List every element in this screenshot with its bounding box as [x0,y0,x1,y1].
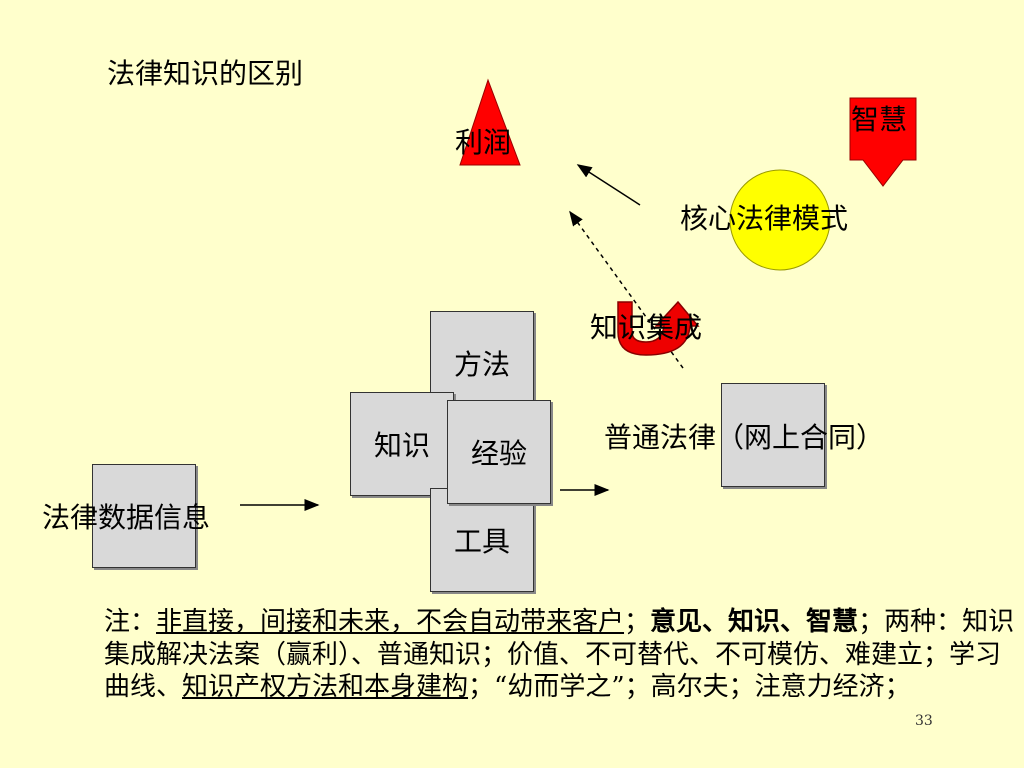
note-bold-1: 意见、知识、智慧 [650,607,859,637]
ordinary-law-label: 普通法律（网上合同） [604,421,885,454]
core-model-circle [729,169,831,271]
data-info-label: 法律数据信息 [42,501,211,534]
slide-title: 法律知识的区别 [106,57,303,90]
integration-uturn-arrow [617,300,700,356]
tool-box: 工具 [430,488,534,592]
integration-label: 知识集成 [590,311,703,344]
note-prefix: 注： [104,607,157,637]
wisdom-down-arrow [849,97,917,187]
core-model-label: 核心法律模式 [680,202,849,235]
tool-label: 工具 [453,525,510,558]
note-sep-1: ； [624,607,651,637]
footnote: 注：非直接，间接和未来，不会自动带来客户；意见、知识、智慧；两种：知识集成解决法… [104,606,1022,704]
profit-triangle [459,78,521,166]
method-label: 方法 [453,348,510,381]
experience-box: 经验 [447,400,551,504]
data-info-box [92,464,196,568]
ordinary-law-box [721,383,825,487]
note-underline-1: 非直接，间接和未来，不会自动带来客户 [156,607,625,637]
core-to-profit-arrow [576,164,641,206]
note-rest-2: ；“幼而学之”；高尔夫；注意力经济； [468,672,911,702]
profit-label: 利润 [455,126,512,159]
wisdom-label: 智慧 [851,103,908,136]
page-number: 33 [915,713,933,729]
note-underline-2: 知识产权方法和本身建构 [182,672,469,702]
experience-label: 经验 [470,437,527,470]
knowledge-label: 知识 [373,429,430,462]
knowledge-box: 知识 [350,392,454,496]
note-rest-1: ；两种：知识集成解决法案（赢利）、普通知识；价值、不可替代、不可模仿、难建立；学… [104,607,1015,702]
